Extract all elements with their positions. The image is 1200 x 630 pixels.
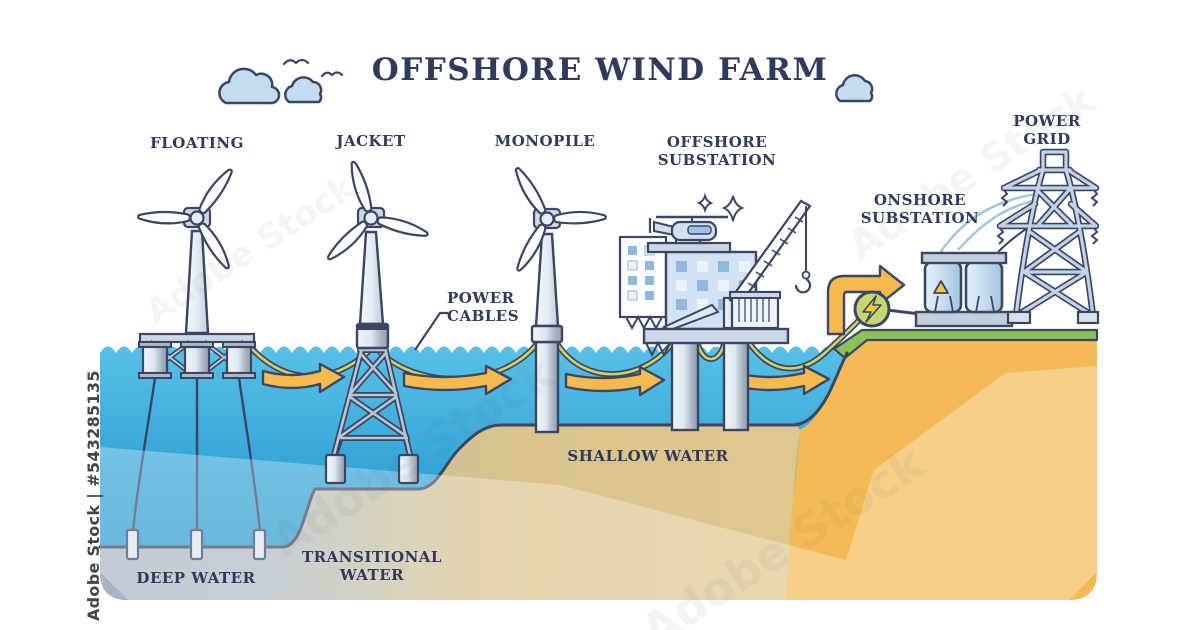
seabed-outline [98, 351, 849, 549]
tower [358, 230, 385, 326]
float-cylinders [138, 341, 256, 379]
label-offshore-substation: OFFSHORE SUBSTATION [657, 133, 777, 170]
floating-turbine [136, 165, 256, 379]
helipad [646, 241, 732, 254]
transformer-tank-right [964, 260, 1004, 314]
sparkle-icon-large [721, 195, 745, 222]
sparkle-icons [696, 192, 745, 222]
label-power-cables: POWER CABLES [447, 289, 520, 326]
substation-base [914, 310, 1014, 328]
crane-hook [794, 278, 812, 294]
sea-floor-fill [100, 425, 800, 600]
label-floating: FLOATING [150, 134, 244, 152]
cloud-icon-large [218, 67, 281, 105]
warning-triangle-icon [933, 280, 949, 294]
page-title: OFFSHORE WIND FARM [371, 52, 829, 88]
label-onshore-substation: ONSHORE SUBSTATION [860, 191, 980, 228]
cloud-icon-right [835, 74, 874, 103]
zone-label-shallow-water: SHALLOW WATER [567, 447, 729, 465]
bird-icon-2 [320, 71, 344, 78]
tower [184, 229, 210, 335]
lightning-icon [862, 295, 882, 323]
rotor [323, 159, 431, 265]
power-grid-pylon [996, 148, 1100, 325]
transition-piece [530, 324, 564, 344]
insulator-strings [996, 189, 1099, 245]
jacket-lattice [331, 345, 413, 458]
zone-label-transitional-water: TRANSITIONAL WATER [302, 548, 442, 585]
module-roof [729, 291, 781, 299]
offshore-substation [618, 192, 812, 432]
substation-lid [920, 251, 1008, 265]
label-power-grid: POWER GRID [1013, 112, 1081, 149]
power-flow-arrows [261, 362, 831, 397]
platform-braces [148, 340, 246, 375]
seabed-terrain [98, 328, 1099, 600]
monopile-turbine [510, 164, 608, 434]
grid-export-arrow [826, 264, 906, 336]
arrow-1 [261, 362, 346, 394]
rotor [510, 164, 608, 275]
mooring-lines [131, 377, 262, 532]
arrow-3 [564, 365, 666, 397]
module-slats [738, 299, 770, 322]
substation-wires [938, 192, 1039, 254]
label-jacket: JACKET [336, 132, 406, 150]
jacket-foot-left [324, 453, 347, 485]
monopile-pile [534, 340, 560, 434]
platform-deck [138, 332, 256, 344]
jacket-turbine [323, 159, 431, 485]
anchors [125, 528, 267, 561]
jacket-foot-right [397, 453, 420, 485]
power-cables-leader [414, 311, 448, 351]
pylon-foot-left [1006, 310, 1032, 325]
watermark-band [100, 366, 1097, 600]
pylon-foot-right [1076, 310, 1100, 325]
arrow-4 [734, 364, 831, 396]
sparkle-icon-small [696, 192, 714, 214]
arrow-2 [402, 364, 513, 396]
rotor [136, 165, 237, 272]
deck-trestle [645, 340, 671, 358]
bird-icon-1 [282, 58, 310, 66]
label-monopile: MONOPILE [494, 132, 596, 150]
platform-pile-left [670, 340, 700, 432]
cloud-icon-small [284, 76, 323, 104]
tower [534, 232, 560, 328]
sky-decor [218, 58, 874, 105]
platform-deck [642, 327, 790, 345]
zone-label-deep-water: DEEP WATER [136, 569, 256, 587]
annex-trestle [625, 314, 663, 331]
adobe-stock-watermark: Adobe Stock | #543285135 [84, 370, 103, 621]
helicopter [648, 215, 728, 245]
shore-connection [826, 264, 921, 336]
land-soil-fill [786, 331, 1097, 600]
platform-pile-right [722, 340, 750, 432]
